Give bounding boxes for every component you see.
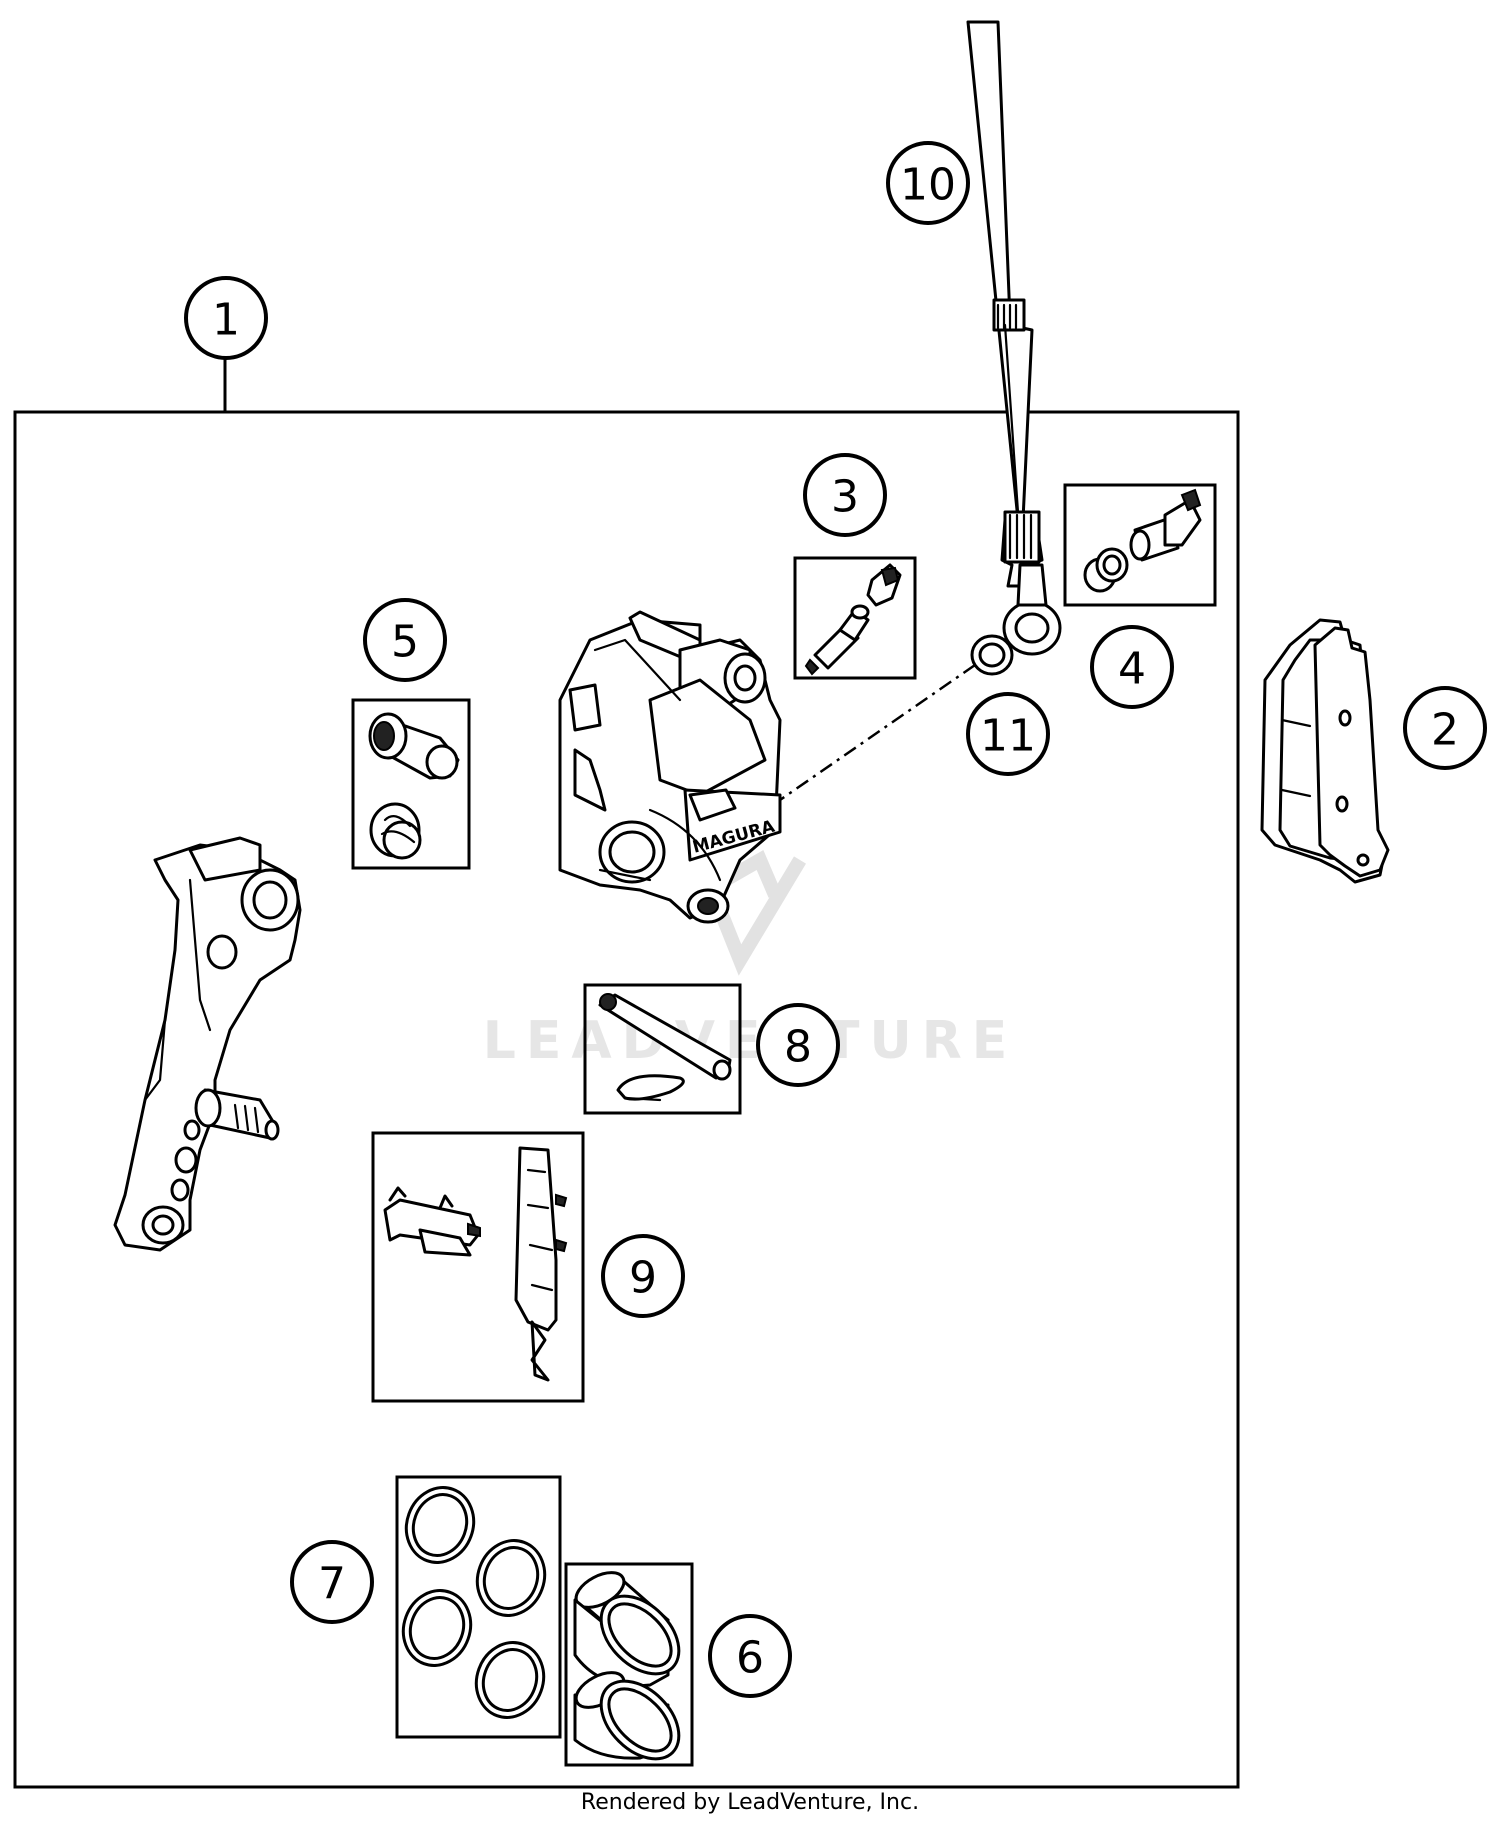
callout-5: 5 [363,598,447,682]
callout-3-number: 3 [831,472,859,523]
callout-7: 7 [290,1540,374,1624]
pad-spring-kit-box [371,1131,585,1403]
callout-4: 4 [1090,625,1174,709]
watermark-text: LEADVENTURE [483,1011,1018,1071]
callout-9-number: 9 [629,1253,657,1304]
caliper-pistons [573,1571,681,1761]
callout-10: 10 [886,141,970,225]
callout-9: 9 [601,1234,685,1318]
banjo-bolt-kit [1083,488,1202,593]
callout-2: 2 [1403,686,1487,770]
bleeder-kit-box [793,556,917,680]
callout-5-number: 5 [391,617,419,668]
slide-pin-kit [368,712,460,860]
callout-11: 11 [966,692,1050,776]
piston-kit-box [564,1562,694,1767]
brake-line [966,20,1062,656]
slide-pin-kit-box [351,698,471,870]
pad-spring-kit [383,1146,568,1382]
callout-4-number: 4 [1118,644,1146,695]
piston-seal-rings [401,1486,547,1719]
assembly-frame [13,410,1240,1789]
callout-3: 3 [803,453,887,537]
pad-pin-kit [598,993,732,1102]
callout-2-number: 2 [1431,705,1459,756]
footer-credit: Rendered by LeadVenture, Inc. [580,1790,920,1815]
callout-8: 8 [756,1003,840,1087]
callout-8-number: 8 [784,1022,812,1073]
callout-1-number: 1 [212,295,240,346]
brake-pads [1260,618,1390,884]
sealing-washer [970,634,1014,676]
bleeder-kit [804,563,902,676]
callout-6-number: 6 [736,1633,764,1684]
callout-1: 1 [184,276,268,360]
callout-11-number: 11 [980,711,1036,762]
banjo-bolt-kit-box [1063,483,1217,607]
brake-caliper-body: MAGURA [558,610,782,924]
callout-10-number: 10 [900,160,956,211]
callout-6: 6 [708,1614,792,1698]
pad-pin-kit-box [583,983,742,1115]
washer-dashed-leader [779,663,976,802]
caliper-mounting-bracket [113,836,302,1252]
seal-ring-kit-box [395,1475,562,1739]
callout-7-number: 7 [318,1559,346,1610]
